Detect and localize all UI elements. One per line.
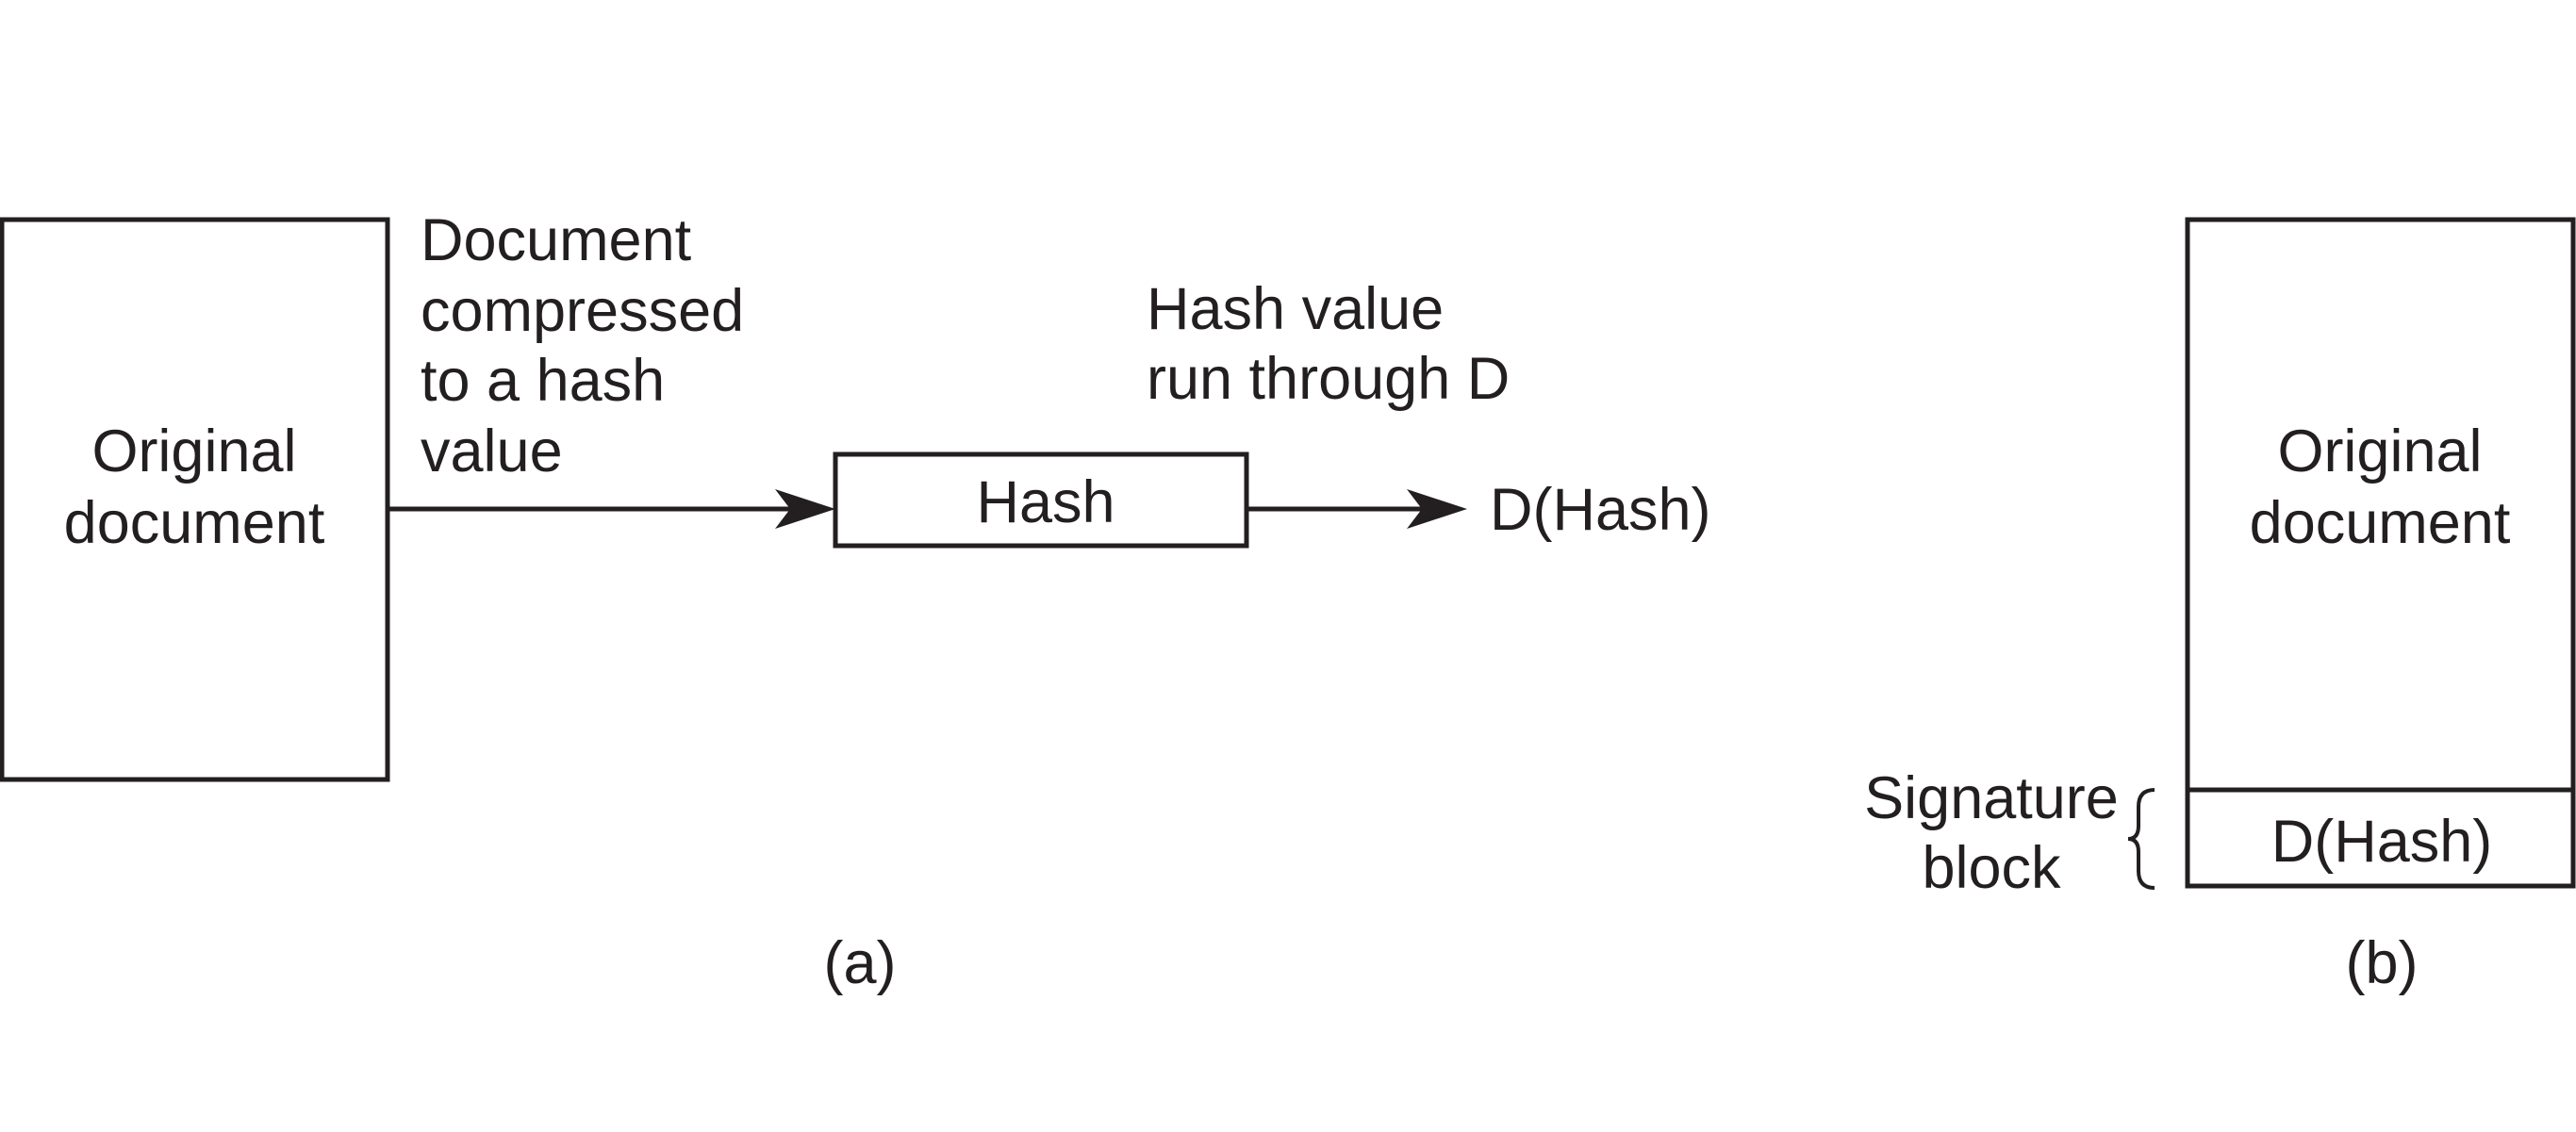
signature-block-label-line2: block <box>1922 835 2061 901</box>
signature-field-label: D(Hash) <box>2271 809 2493 875</box>
compress-note-line3: to a hash <box>421 348 665 414</box>
caption-b: (b) <box>2346 930 2419 996</box>
original-document-label-a-line2: document <box>64 490 325 556</box>
original-document-label-a-line1: Original <box>91 418 296 484</box>
arrow-to-result-head <box>1407 489 1467 529</box>
signed-hash-result: D(Hash) <box>1490 477 1711 543</box>
hash-box <box>833 451 1249 549</box>
caption-a: (a) <box>824 930 897 996</box>
compress-note-line2: compressed <box>421 278 744 344</box>
run-note-line2: run through D <box>1147 346 1510 412</box>
arrow-to-hash-head <box>775 489 835 529</box>
original-document-label-b-line2: document <box>2250 490 2511 556</box>
compress-note-line4: value <box>421 418 563 484</box>
original-document-label-b-line1: Original <box>2277 418 2482 484</box>
run-note-line1: Hash value <box>1147 276 1444 342</box>
panel-a: Original document Document compressed to… <box>0 207 1711 996</box>
hash-box-label: Hash <box>976 469 1115 535</box>
signed-document-box <box>2185 217 2576 889</box>
original-document-box-a <box>0 217 390 782</box>
panel-b: Original document D(Hash) Signature bloc… <box>1864 217 2576 996</box>
compress-note-line1: Document <box>421 207 692 273</box>
signature-block-label-line1: Signature <box>1864 765 2119 831</box>
signature-brace-icon <box>2127 788 2155 890</box>
